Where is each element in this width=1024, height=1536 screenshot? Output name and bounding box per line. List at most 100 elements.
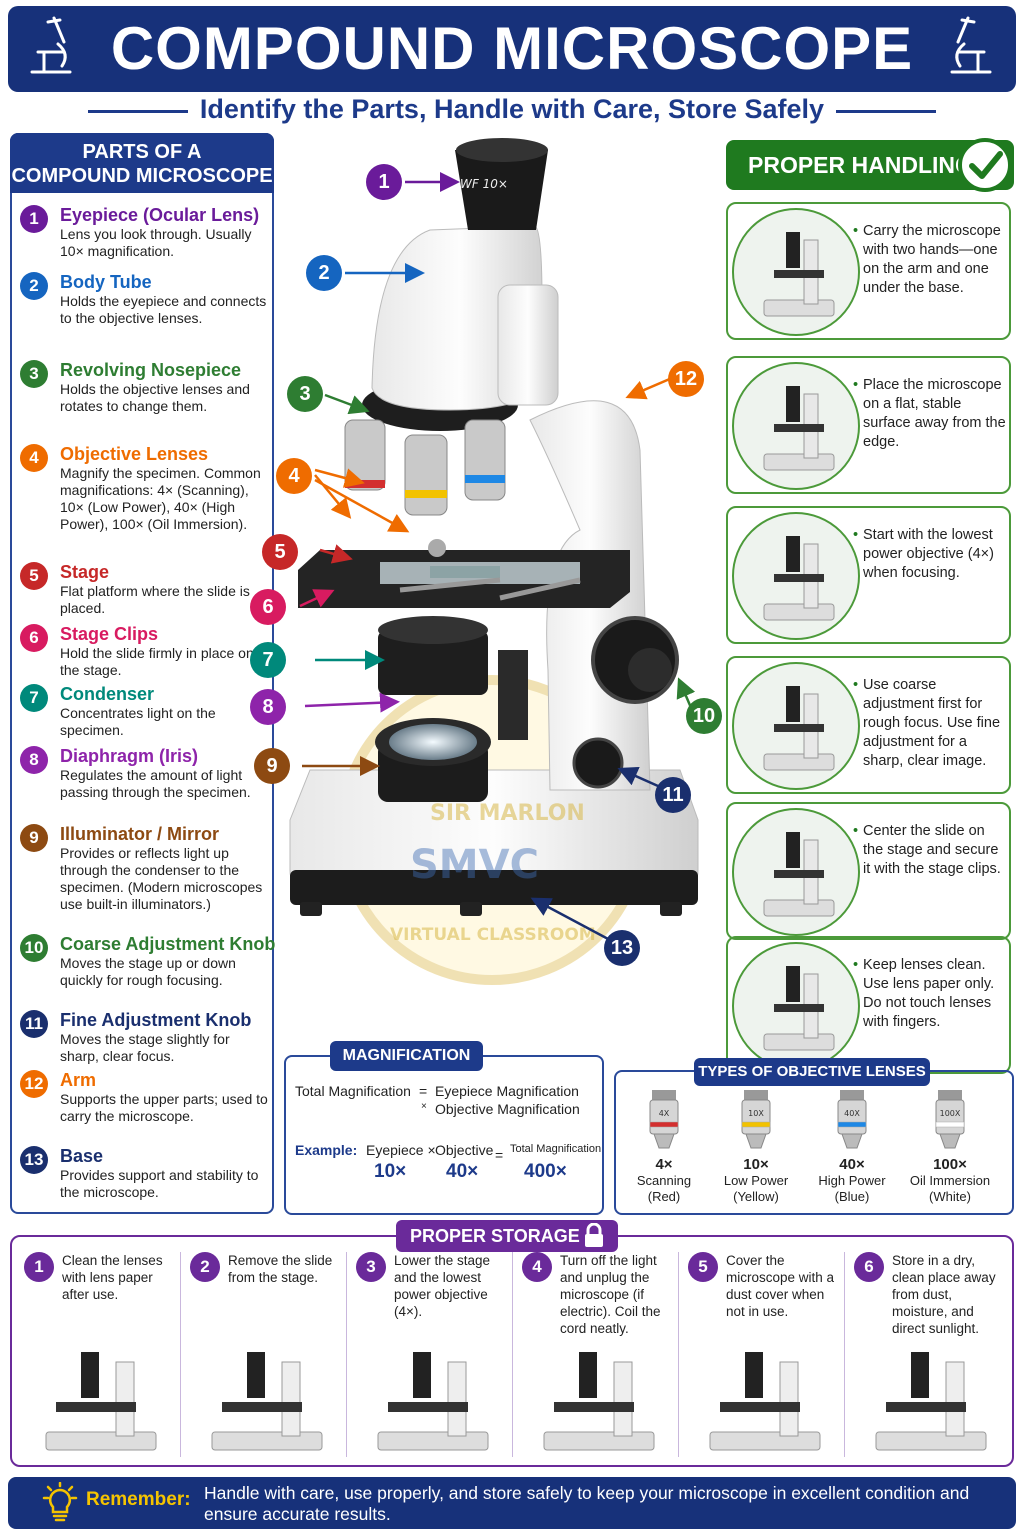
lightbulb-icon — [42, 1482, 78, 1522]
part-number-badge: 2 — [20, 272, 48, 300]
objective-type-item: 10X 10× Low Power (Yellow) — [711, 1086, 801, 1205]
example-eyepiece-value: 10× — [374, 1161, 407, 1182]
part-description: Holds the eyepiece and connects to the o… — [60, 293, 267, 326]
storage-step-number: 4 — [522, 1252, 552, 1282]
objective-lens-icon: 4X — [649, 1090, 679, 1149]
storage-illustration — [211, 1352, 323, 1451]
lock-icon — [585, 1223, 603, 1247]
example-total-label: Total Magnification — [510, 1143, 602, 1155]
handling-card: Keep lenses clean. Use lens paper only. … — [726, 936, 1011, 1074]
example-total-value: 400× — [524, 1161, 567, 1182]
storage-header-text: PROPER STORAGE — [410, 1226, 580, 1246]
handling-text: Start with the lowest power objective (4… — [853, 526, 1008, 583]
example-equals: = — [495, 1147, 504, 1163]
part-number-badge: 3 — [20, 360, 48, 388]
handling-text: Use coarse adjustment first for rough fo… — [853, 676, 1008, 771]
part-description: Moves the stage up or down quickly for r… — [60, 955, 236, 988]
part-name: Eyepiece (Ocular Lens) — [60, 205, 260, 225]
objective-types-header: TYPES OF OBJECTIVE LENSES — [694, 1058, 930, 1086]
storage-step-text: Store in a dry, clean place away from du… — [892, 1253, 996, 1336]
objective-name: High Power — [818, 1173, 886, 1188]
part-description: Flat platform where the slide is placed. — [60, 583, 250, 616]
page-title: COMPOUND MICROSCOPE — [110, 15, 914, 82]
callout-3: 3 — [287, 376, 323, 412]
parts-header-line-2: COMPOUND MICROSCOPE — [11, 165, 273, 187]
storage-illustration — [709, 1352, 821, 1451]
part-number-badge: 13 — [20, 1146, 48, 1174]
objective-engraving: 4X — [659, 1109, 670, 1118]
callout-6: 6 — [250, 589, 286, 625]
part-name: Base — [60, 1146, 104, 1166]
remember-text: Handle with care, use properly, and stor… — [204, 1483, 970, 1524]
subtitle-rule-left — [88, 110, 188, 113]
objective-color: (Red) — [647, 1189, 681, 1204]
storage-illustration — [45, 1352, 157, 1451]
handling-text: Center the slide on the stage and secure… — [853, 822, 1008, 879]
check-icon — [958, 138, 1012, 192]
handling-header-text: PROPER HANDLING — [748, 152, 973, 178]
storage-divider — [346, 1252, 347, 1457]
part-number-badge: 11 — [20, 1010, 48, 1038]
handling-illustration — [732, 512, 860, 640]
part-number-badge: 10 — [20, 934, 48, 962]
part-description: Provides support and stability to the mi… — [60, 1167, 259, 1200]
example-objective-value: 40× — [446, 1161, 479, 1182]
part-number-badge: 7 — [20, 684, 48, 712]
part-name: Body Tube — [60, 272, 152, 292]
callout-9: 9 — [254, 748, 290, 784]
example-eyepiece-label: Eyepiece × — [366, 1142, 436, 1158]
storage-step: 3 Lower the stage and the lowest power o… — [348, 1250, 512, 1460]
watermark-bottom-text: VIRTUAL CLASSROOM — [390, 925, 596, 945]
objective-engraving: 10X — [748, 1109, 764, 1118]
part-name: Objective Lenses — [60, 444, 209, 464]
part-name: Diaphragm (Iris) — [60, 746, 199, 766]
callout-1: 1 — [366, 164, 402, 200]
handling-card: Carry the microscope with two hands—one … — [726, 202, 1011, 340]
objective-name: Low Power — [723, 1173, 789, 1188]
handling-text: Keep lenses clean. Use lens paper only. … — [853, 956, 1008, 1032]
callout-11: 11 — [655, 777, 691, 813]
part-name: Condenser — [60, 684, 155, 704]
objective-magnification: 100× — [933, 1156, 967, 1173]
objective-engraving: 40X — [844, 1109, 860, 1118]
part-name: Illuminator / Mirror — [60, 824, 220, 844]
part-number-badge: 4 — [20, 444, 48, 472]
handling-card: Start with the lowest power objective (4… — [726, 506, 1011, 644]
microscope-icon — [950, 16, 992, 74]
formula-times: × — [421, 1101, 427, 1112]
callout-12: 12 — [668, 361, 704, 397]
part-description: Provides or reflects light up through th… — [60, 845, 263, 912]
storage-step-text: Lower the stage and the lowest power obj… — [394, 1253, 491, 1319]
storage-step-text: Turn off the light and unplug the micros… — [560, 1253, 661, 1336]
objective-type-item: 40X 40× High Power (Blue) — [807, 1086, 897, 1205]
storage-step: 6 Store in a dry, clean place away from … — [846, 1250, 1010, 1460]
handling-illustration — [732, 808, 860, 936]
storage-header: PROPER STORAGE — [396, 1220, 618, 1252]
storage-divider — [678, 1252, 679, 1457]
handling-illustration — [732, 942, 860, 1070]
part-number-badge: 1 — [20, 205, 48, 233]
objective-name: Scanning — [636, 1173, 692, 1188]
parts-panel-header: PARTS OF A COMPOUND MICROSCOPE — [10, 133, 274, 193]
objective-engraving: 100X — [940, 1109, 961, 1118]
storage-step: 2 Remove the slide from the stage. — [182, 1250, 346, 1460]
watermark-logo-text: SMVC — [410, 842, 539, 888]
callout-5: 5 — [262, 534, 298, 570]
formula-left: Total Magnification — [295, 1083, 411, 1099]
callout-arrows — [299, 172, 696, 942]
objective-type-item: 4X 4× Scanning (Red) — [619, 1086, 709, 1205]
part-name: Stage Clips — [60, 624, 159, 644]
handling-illustration — [732, 208, 860, 336]
part-description: Holds the objective lenses and rotates t… — [60, 381, 250, 414]
eyepiece-engraving: WF 10× — [460, 177, 508, 191]
storage-step-text: Clean the lenses with lens paper after u… — [62, 1253, 163, 1302]
storage-step-number: 3 — [356, 1252, 386, 1282]
objective-color: (Yellow) — [733, 1189, 779, 1204]
storage-step: 4 Turn off the light and unplug the micr… — [514, 1250, 678, 1460]
watermark-top-text: SIR MARLON — [430, 801, 585, 826]
handling-illustration — [732, 362, 860, 490]
storage-step-number: 1 — [24, 1252, 54, 1282]
subtitle: Identify the Parts, Handle with Care, St… — [199, 94, 825, 124]
remember-banner — [8, 1477, 1016, 1529]
example-objective-label: Objective — [435, 1142, 494, 1158]
